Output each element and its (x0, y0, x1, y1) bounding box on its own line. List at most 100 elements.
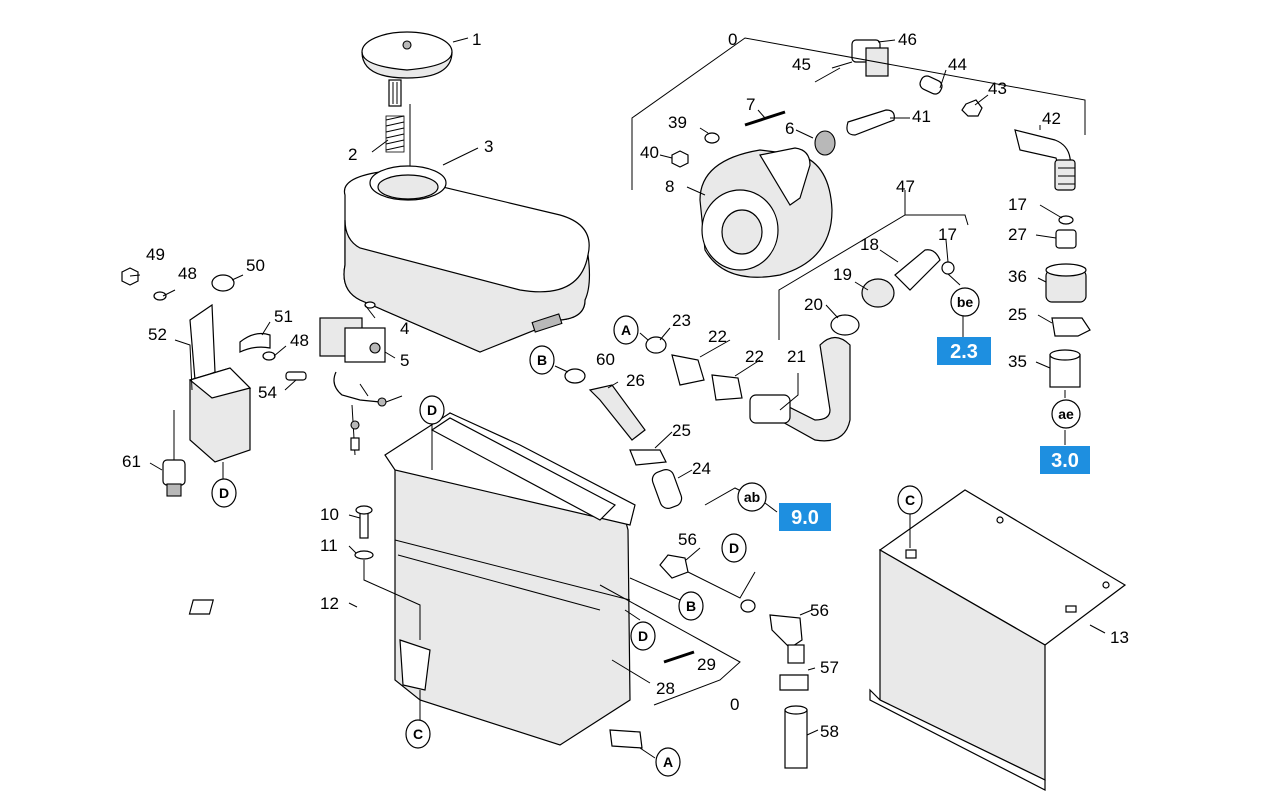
callout-number: 41 (912, 107, 931, 126)
page-reference-label[interactable]: 3.0 (1051, 450, 1079, 472)
part-pump-fittings (671, 109, 895, 168)
connection-ref-marker: D (419, 395, 445, 425)
connection-ref-marker: C (897, 485, 923, 515)
part-valve-assembly-upper (814, 39, 1076, 191)
connection-ref-label: ab (744, 489, 760, 505)
callout-number: 44 (948, 55, 967, 74)
connection-ref-circle (737, 482, 767, 512)
callout-number: 2 (348, 145, 357, 164)
connection-ref-circle (950, 287, 980, 317)
callout-number: 4 (400, 319, 409, 338)
connection-ref-circle (529, 345, 555, 375)
connection-ref-circle (721, 533, 747, 563)
connection-ref-circle (655, 747, 681, 777)
callout-number: 19 (833, 265, 852, 284)
connection-ref-marker: B (678, 591, 704, 621)
part-center-fittings (564, 336, 743, 509)
part-solenoid-valve (319, 301, 403, 456)
callout-number: 23 (672, 311, 691, 330)
connection-ref-marker: D (211, 478, 237, 508)
callout-number: 25 (1008, 305, 1027, 324)
callout-number: 28 (656, 679, 675, 698)
callout-number: 27 (1008, 225, 1027, 244)
callout-number: 61 (122, 452, 141, 471)
callout-number: 52 (148, 325, 167, 344)
callout-number: 51 (274, 307, 293, 326)
callout-number: 21 (787, 347, 806, 366)
connection-ref-label: D (729, 540, 739, 556)
callout-number: 5 (400, 351, 409, 370)
connection-ref-circle (211, 478, 237, 508)
connection-ref-marker: be (950, 287, 980, 317)
page-reference-box[interactable] (779, 503, 831, 531)
callout-number: 1 (472, 30, 481, 49)
callout-number: 17 (1008, 195, 1027, 214)
part-tank (343, 165, 591, 353)
callout-number: 50 (246, 256, 265, 275)
callout-number: 0 (730, 695, 739, 714)
part-tray (384, 412, 643, 749)
callout-number: 8 (665, 177, 674, 196)
connection-ref-label: B (537, 352, 547, 368)
callout-number: 49 (146, 245, 165, 264)
page-reference-link[interactable]: 9.0 (779, 503, 831, 531)
connection-ref-marker: ae (1051, 399, 1081, 429)
callout-number: 12 (320, 594, 339, 613)
callout-number: 57 (820, 658, 839, 677)
callout-number: 56 (678, 530, 697, 549)
callout-number: 10 (320, 505, 339, 524)
callout-number: 0 (728, 30, 737, 49)
callout-number: 48 (290, 331, 309, 350)
connection-ref-label: A (663, 754, 673, 770)
connection-ref-label: D (638, 628, 648, 644)
connection-ref-label: be (957, 294, 974, 310)
callout-number: 25 (672, 421, 691, 440)
page-reference-label[interactable]: 2.3 (950, 341, 978, 363)
page-reference-box[interactable] (1040, 446, 1090, 474)
part-pump-drum (699, 147, 833, 278)
part-hose-assembly (749, 249, 955, 442)
page-reference-link[interactable]: 2.3 (937, 337, 991, 365)
callout-number: 40 (640, 143, 659, 162)
callout-number: 54 (258, 383, 277, 402)
connection-ref-circle (1051, 399, 1081, 429)
callout-number: 56 (810, 601, 829, 620)
connection-ref-marker: D (721, 533, 747, 563)
connection-ref-marker: D (630, 621, 656, 651)
callout-number: 22 (745, 347, 764, 366)
callout-number: 48 (178, 264, 197, 283)
callout-number: 18 (860, 235, 879, 254)
callout-number: 22 (708, 327, 727, 346)
connection-ref-marker: B (529, 345, 555, 375)
connection-ref-marker: A (655, 747, 681, 777)
callout-number: 43 (988, 79, 1007, 98)
page-reference-label[interactable]: 9.0 (791, 507, 819, 529)
connection-ref-circle (897, 485, 923, 515)
page-reference-link[interactable]: 3.0 (1040, 446, 1090, 474)
callout-number: 42 (1042, 109, 1061, 128)
callout-number: 45 (792, 55, 811, 74)
part-base-plate (869, 489, 1127, 791)
callout-number: 47 (896, 177, 915, 196)
callout-number: 20 (804, 295, 823, 314)
callout-number: 24 (692, 459, 711, 478)
connection-ref-circle (678, 591, 704, 621)
connection-ref-label: C (905, 492, 915, 508)
callout-number: 13 (1110, 628, 1129, 647)
page-references: 2.3 3.0 9.0 (779, 337, 1090, 531)
connection-ref-label: C (413, 726, 423, 742)
connection-ref-circle (613, 315, 639, 345)
callout-number: 35 (1008, 352, 1027, 371)
callout-number: 60 (596, 350, 615, 369)
connection-ref-label: ae (1058, 406, 1074, 422)
callout-number: 17 (938, 225, 957, 244)
connection-ref-circle (405, 719, 431, 749)
connection-ref-circle (419, 395, 445, 425)
part-cap (361, 31, 453, 107)
callout-number: 26 (626, 371, 645, 390)
page-reference-box[interactable] (937, 337, 991, 365)
connection-ref-marker: C (405, 719, 431, 749)
connection-ref-label: A (621, 322, 631, 338)
